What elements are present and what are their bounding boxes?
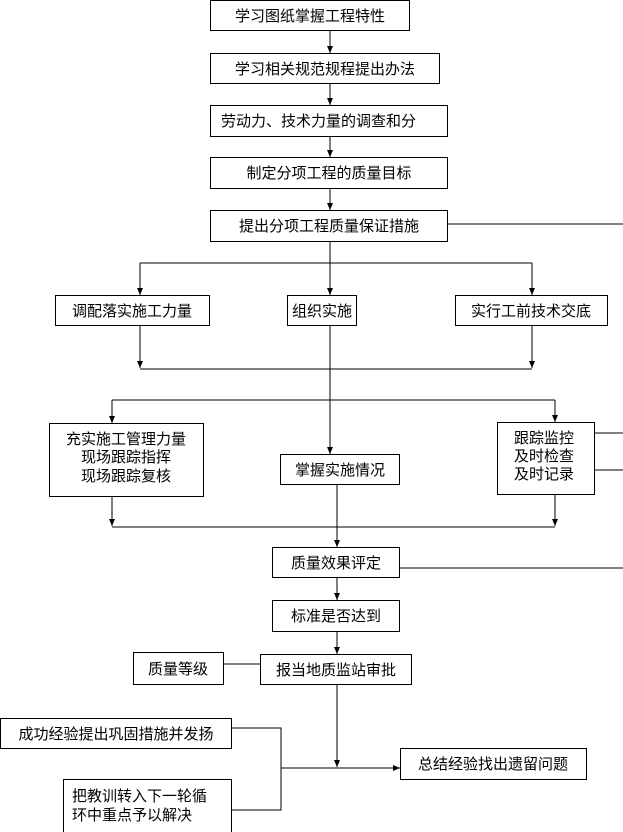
box-grade: 质量等级: [133, 652, 224, 685]
box-lessons-line-2: 环中重点予以解决: [72, 806, 192, 824]
box-standard-label: 标准是否达到: [291, 607, 381, 625]
box-study-drawings-frame: [210, 0, 410, 31]
box-study-specs: 学习相关规范规程提出办法: [210, 53, 440, 84]
box-track-line-3: 及时记录: [514, 465, 574, 483]
box-labor-survey-frame: [210, 105, 448, 137]
box-organize-label: 组织实施: [292, 302, 352, 320]
box-summary: 总结经验找出遗留问题: [400, 748, 587, 780]
box-report-frame: [260, 654, 412, 685]
box-study-specs-label: 学习相关规范规程提出办法: [235, 60, 415, 78]
box-report: 报当地质监站审批: [260, 654, 412, 685]
box-organize-frame: [287, 295, 357, 326]
box-standard: 标准是否达到: [272, 600, 400, 632]
box-evaluate: 质量效果评定: [272, 547, 400, 578]
box-tech-briefing-frame: [455, 295, 608, 326]
box-study-specs-frame: [210, 53, 440, 84]
bracket-success-lessons: [232, 727, 282, 811]
box-quality-goal-label: 制定分项工程的质量目标: [246, 164, 411, 182]
box-track-line-1: 跟踪监控: [514, 429, 574, 447]
box-labor-survey: 劳动力、技术力量的调查和分: [210, 105, 448, 137]
box-success: 成功经验提出巩固措施并发扬: [0, 718, 232, 749]
box-summary-label: 总结经验找出遗留问题: [418, 755, 568, 773]
box-grasp: 掌握实施情况: [280, 454, 400, 485]
box-reinforce: 充实施工管理力量 现场跟踪指挥 现场跟踪复核: [49, 423, 204, 497]
box-reinforce-line-2: 现场跟踪指挥: [81, 448, 171, 466]
box-tech-briefing: 实行工前技术交底: [455, 295, 608, 326]
box-success-frame: [0, 718, 232, 749]
box-evaluate-frame: [272, 547, 400, 578]
box-reinforce-line-1: 充实施工管理力量: [66, 430, 186, 448]
box-grade-frame: [133, 652, 224, 685]
box-study-drawings: 学习图纸掌握工程特性: [210, 0, 410, 31]
box-study-drawings-label: 学习图纸掌握工程特性: [235, 7, 385, 25]
box-lessons-frame: [63, 779, 232, 832]
box-success-label: 成功经验提出巩固措施并发扬: [18, 725, 213, 743]
box-labor-survey-label: 劳动力、技术力量的调查和分: [221, 112, 416, 130]
box-track-frame: [497, 422, 595, 495]
box-quality-goal: 制定分项工程的质量目标: [210, 157, 448, 189]
box-report-label: 报当地质监站审批: [276, 661, 396, 679]
box-tech-briefing-label: 实行工前技术交底: [471, 302, 591, 320]
box-track: 跟踪监控 及时检查 及时记录: [497, 422, 595, 495]
box-track-line-2: 及时检查: [514, 447, 574, 465]
box-summary-frame: [400, 748, 587, 780]
box-allocate-labor-frame: [55, 295, 210, 326]
box-grasp-label: 掌握实施情况: [295, 461, 385, 479]
box-lessons-line-1: 把教训转入下一轮循: [72, 787, 207, 805]
box-reinforce-frame: [49, 423, 204, 497]
box-quality-measures: 提出分项工程质量保证措施: [210, 210, 448, 242]
box-standard-frame: [272, 600, 400, 632]
box-grade-label: 质量等级: [148, 660, 208, 678]
box-allocate-labor-label: 调配落实施工力量: [72, 302, 192, 320]
box-quality-measures-frame: [210, 210, 448, 242]
box-reinforce-line-3: 现场跟踪复核: [81, 467, 171, 485]
box-evaluate-label: 质量效果评定: [291, 554, 381, 572]
box-quality-goal-frame: [210, 157, 448, 189]
box-allocate-labor: 调配落实施工力量: [55, 295, 210, 326]
box-organize: 组织实施: [287, 295, 357, 326]
connectors: [109, 31, 623, 811]
box-grasp-frame: [280, 454, 400, 485]
box-quality-measures-label: 提出分项工程质量保证措施: [239, 217, 419, 235]
box-lessons: 把教训转入下一轮循 环中重点予以解决: [63, 779, 232, 832]
